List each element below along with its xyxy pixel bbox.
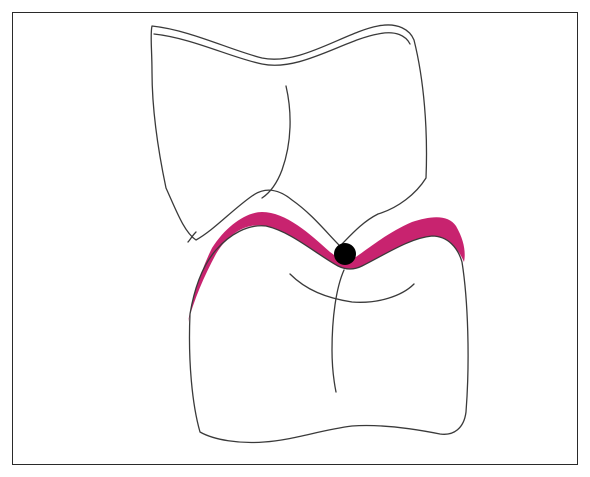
lower-tooth-fossa-arc bbox=[290, 274, 414, 302]
upper-tooth-enamel-line bbox=[154, 33, 410, 66]
lower-tooth-groove bbox=[332, 270, 344, 392]
occlusal-contact-point bbox=[334, 243, 356, 265]
upper-tooth bbox=[151, 25, 426, 246]
upper-tooth-groove bbox=[262, 86, 290, 198]
occlusal-surface-highlight bbox=[188, 212, 465, 322]
